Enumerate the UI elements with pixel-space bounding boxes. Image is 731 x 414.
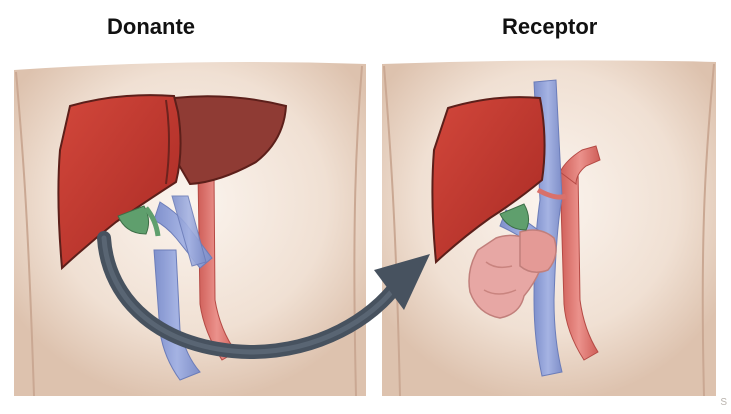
watermark-glyph: S — [720, 397, 727, 408]
